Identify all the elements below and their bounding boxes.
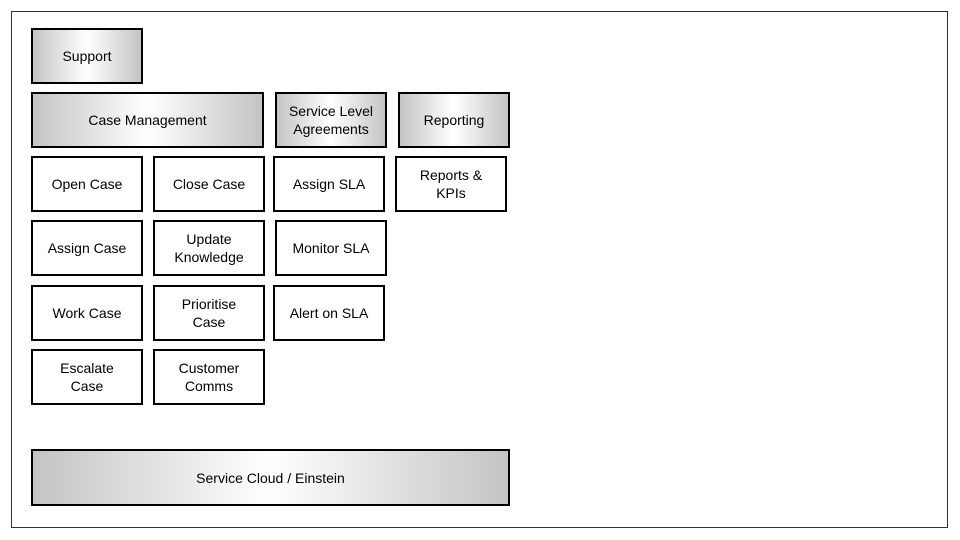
monitor-sla-node: Monitor SLA bbox=[275, 220, 387, 276]
assign-sla-node: Assign SLA bbox=[273, 156, 385, 212]
alert-on-sla-node: Alert on SLA bbox=[273, 285, 385, 341]
escalate-case-label: Escalate Case bbox=[60, 360, 114, 394]
customer-comms-node: Customer Comms bbox=[153, 349, 265, 405]
assign-case-label: Assign Case bbox=[47, 240, 127, 256]
reports-kpis-node: Reports & KPIs bbox=[395, 156, 507, 212]
reporting-node: Reporting bbox=[398, 92, 510, 148]
prioritise-case-label: Prioritise Case bbox=[181, 296, 237, 330]
open-case-label: Open Case bbox=[51, 176, 123, 192]
work-case-label: Work Case bbox=[52, 305, 122, 321]
update-knowledge-node: Update Knowledge bbox=[153, 220, 265, 276]
alert-on-sla-label: Alert on SLA bbox=[289, 305, 369, 321]
close-case-node: Close Case bbox=[153, 156, 265, 212]
case-management-label: Case Management bbox=[88, 112, 207, 128]
support-node: Support bbox=[31, 28, 143, 84]
monitor-sla-label: Monitor SLA bbox=[292, 240, 370, 256]
close-case-label: Close Case bbox=[172, 176, 246, 192]
service-cloud-einstein-label: Service Cloud / Einstein bbox=[196, 469, 345, 486]
support-label: Support bbox=[62, 48, 112, 64]
prioritise-case-node: Prioritise Case bbox=[153, 285, 265, 341]
service-cloud-einstein-node: Service Cloud / Einstein bbox=[31, 449, 510, 506]
escalate-case-node: Escalate Case bbox=[31, 349, 143, 405]
work-case-node: Work Case bbox=[31, 285, 143, 341]
update-knowledge-label: Update Knowledge bbox=[174, 231, 244, 265]
reports-kpis-label: Reports & KPIs bbox=[419, 167, 483, 201]
assign-case-node: Assign Case bbox=[31, 220, 143, 276]
case-management-node: Case Management bbox=[31, 92, 264, 148]
service-level-agreements-node: Service Level Agreements bbox=[275, 92, 387, 148]
reporting-label: Reporting bbox=[423, 112, 485, 128]
open-case-node: Open Case bbox=[31, 156, 143, 212]
service-level-agreements-label: Service Level Agreements bbox=[288, 103, 374, 137]
assign-sla-label: Assign SLA bbox=[292, 176, 366, 192]
customer-comms-label: Customer Comms bbox=[178, 360, 240, 394]
